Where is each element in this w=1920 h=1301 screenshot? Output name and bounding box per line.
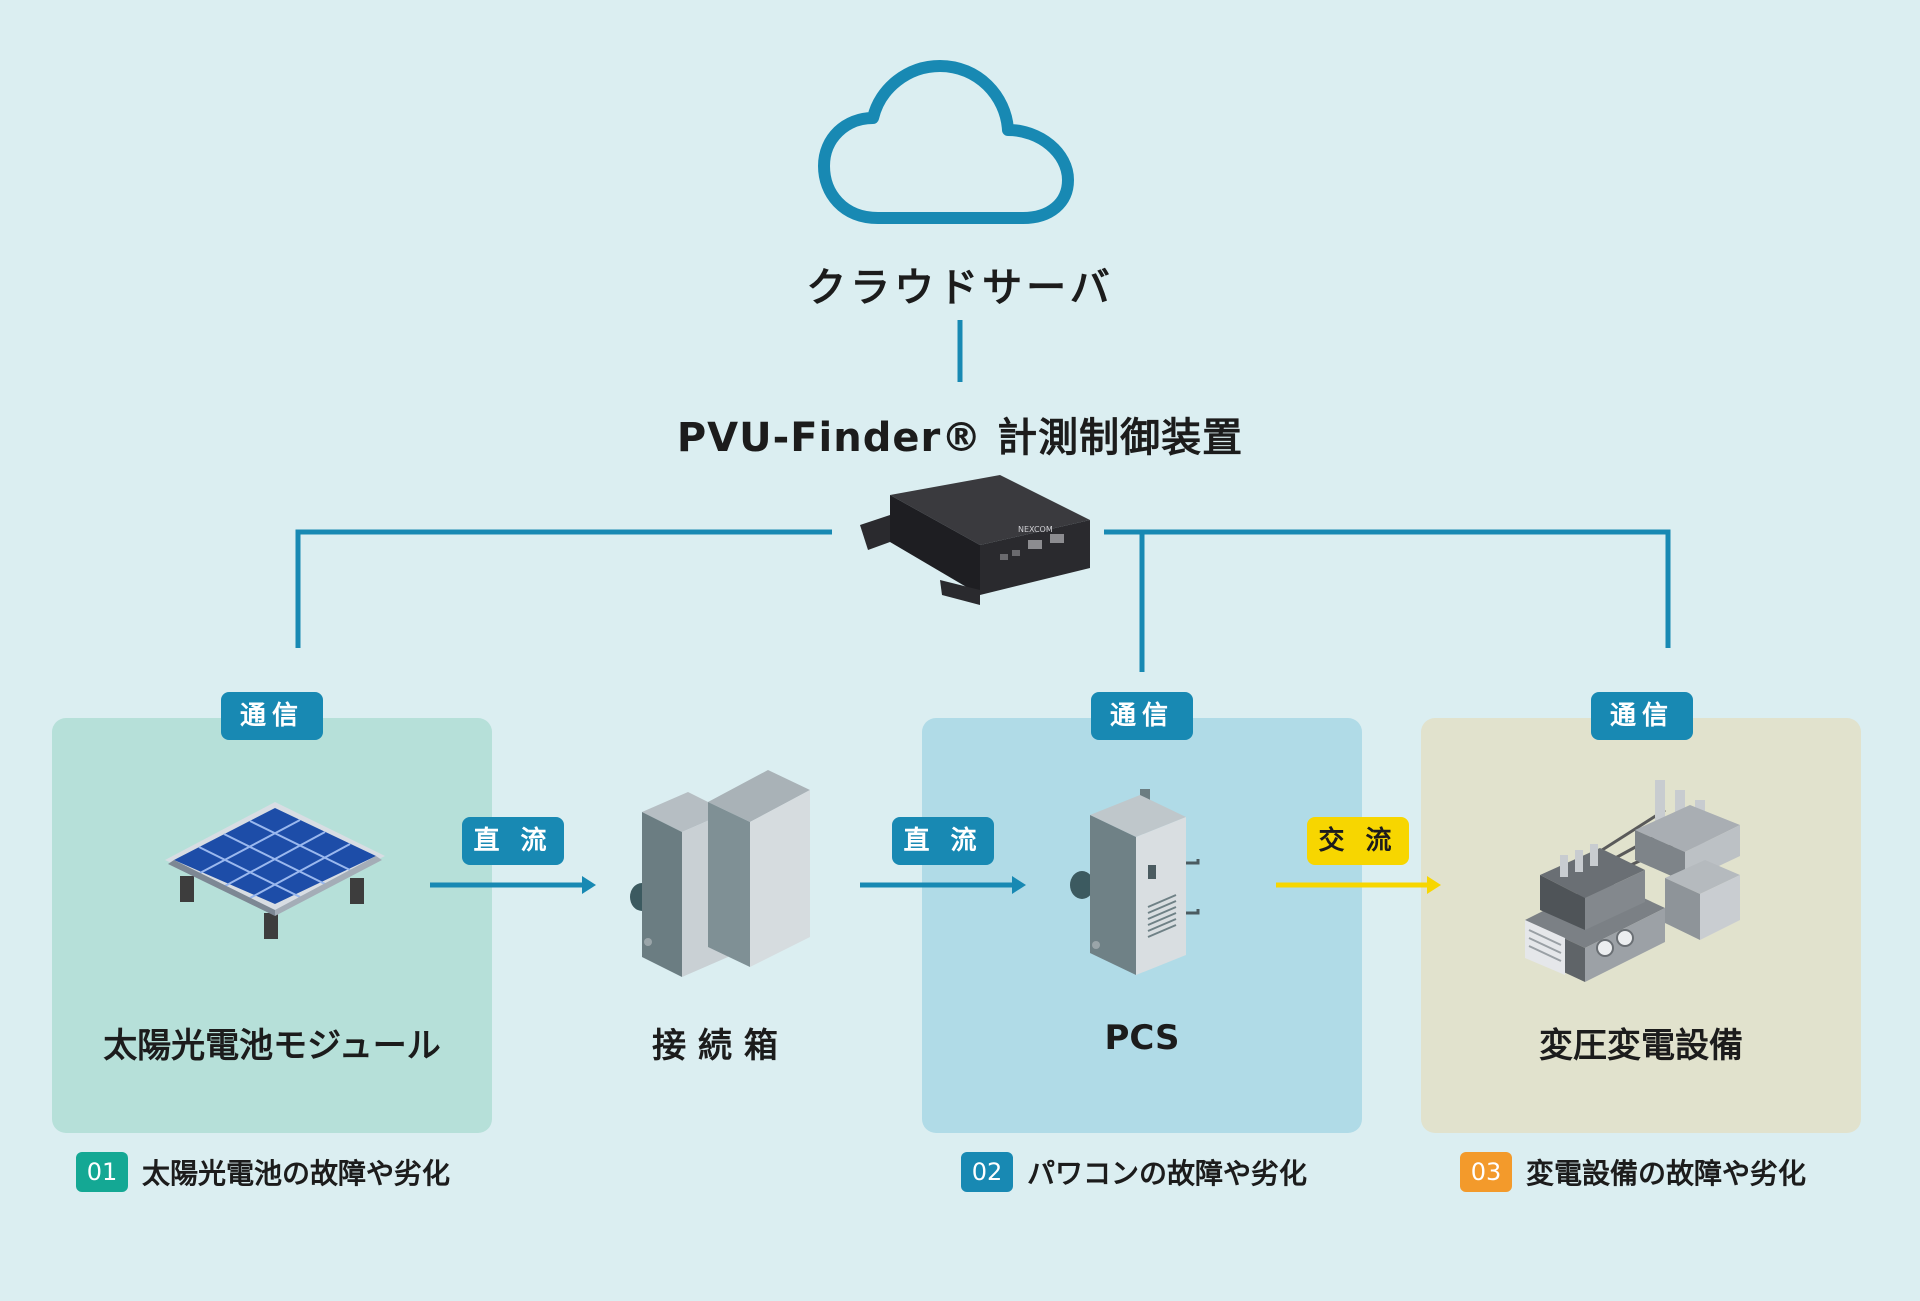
- note-text: パワコンの故障や劣化: [1027, 1157, 1308, 1190]
- note-number: 03: [1460, 1152, 1512, 1192]
- comm-line-solar: [295, 529, 832, 648]
- comm-line-right: [1104, 529, 1671, 648]
- cloud-server-title: クラウドサーバ: [806, 265, 1114, 311]
- note-solar: 01 太陽光電池の故障や劣化: [76, 1152, 450, 1192]
- cloud-icon: [818, 60, 1074, 224]
- ac-arrow: [1276, 876, 1441, 894]
- note-text: 変電設備の故障や劣化: [1526, 1157, 1807, 1190]
- note-substation: 03 変電設備の故障や劣化: [1460, 1152, 1806, 1192]
- pcs-label: PCS: [1104, 1018, 1180, 1058]
- power-conditioner-icon: [1070, 789, 1200, 975]
- comm-badge-pcs: 通信: [1091, 692, 1193, 740]
- solar-panel-icon: [165, 802, 385, 939]
- dc-arrow-2: [860, 876, 1026, 894]
- svg-text:NEXCOM: NEXCOM: [1018, 525, 1053, 534]
- note-pcs: 02 パワコンの故障や劣化: [961, 1152, 1307, 1192]
- ac-badge: 交 流: [1307, 817, 1409, 865]
- substation-icon: [1525, 780, 1740, 982]
- device-title: PVU-Finder® 計測制御装置: [676, 415, 1244, 461]
- junction-box-label: 接 続 箱: [652, 1026, 778, 1066]
- note-number: 02: [961, 1152, 1013, 1192]
- comm-badge-substation: 通信: [1591, 692, 1693, 740]
- controller-device-icon: NEXCOM: [860, 475, 1090, 605]
- dc-badge-1: 直 流: [462, 817, 564, 865]
- note-text: 太陽光電池の故障や劣化: [142, 1157, 451, 1190]
- comm-badge-solar: 通信: [221, 692, 323, 740]
- note-number: 01: [76, 1152, 128, 1192]
- dc-badge-2: 直 流: [892, 817, 994, 865]
- solar-module-label: 太陽光電池モジュール: [103, 1026, 441, 1066]
- substation-label: 変圧変電設備: [1539, 1026, 1743, 1066]
- dc-arrow-1: [430, 876, 596, 894]
- junction-box-icon: [630, 770, 810, 977]
